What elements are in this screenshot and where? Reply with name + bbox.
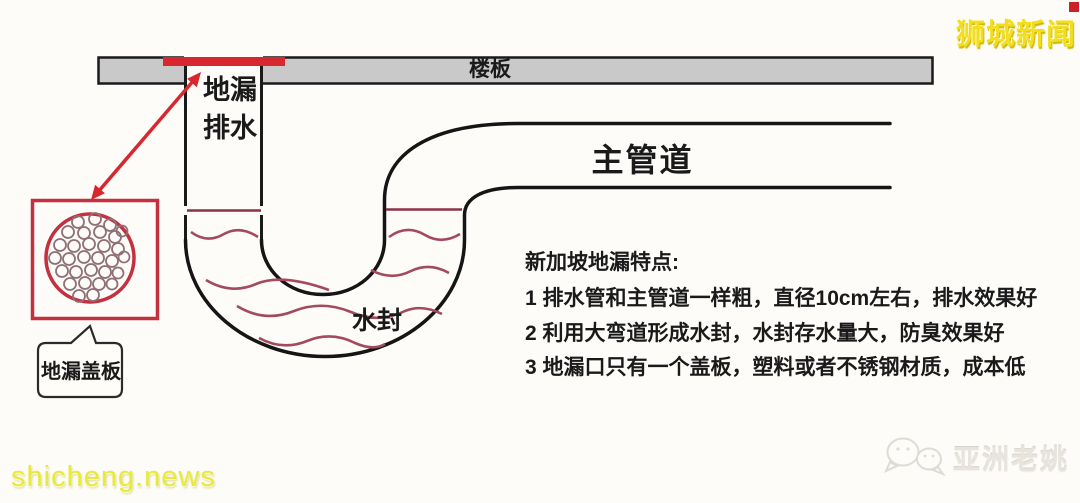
callout-arrow <box>91 72 201 200</box>
feature-note-1: 1 排水管和主管道一样粗，直径10cm左右，排水效果好 <box>525 287 1038 310</box>
drain-label: 地漏 排水 <box>186 71 274 147</box>
cover-label-bubble <box>36 324 124 399</box>
cover-detail-box <box>30 198 160 321</box>
cover-plate-circle <box>44 212 136 304</box>
drain-label-line2: 排水 <box>203 113 257 143</box>
drain-pipe-walls <box>184 66 263 240</box>
trap-outer-wall <box>183 185 892 359</box>
watermark-top-right: 狮城新闻 <box>956 19 1077 51</box>
drain-label-line1: 地漏 <box>203 75 257 105</box>
feature-notes-title: 新加坡地漏特点: <box>525 251 679 274</box>
drain-cover-label: 地漏盖板 <box>41 361 121 383</box>
watermark-bottom-left: shicheng.news <box>11 461 216 493</box>
corner-red-square <box>1069 2 1079 12</box>
drain-grate-bar <box>163 57 285 66</box>
floor-slab-label: 楼板 <box>469 58 511 81</box>
watermark-bottom-right: 亚洲老姚 <box>953 445 1069 475</box>
feature-notes: 新加坡地漏特点: 1 排水管和主管道一样粗，直径10cm左右，排水效果好 2 利… <box>525 251 1037 379</box>
main-pipe-label: 主管道 <box>591 142 694 178</box>
trap-inner-wall <box>259 121 892 297</box>
cover-plate-holes <box>48 212 131 303</box>
wechat-icon <box>884 437 946 477</box>
feature-note-2: 2 利用大弯道形成水封，水封存水量大，防臭效果好 <box>525 322 1005 345</box>
water-seal-label: 水封 <box>352 307 403 335</box>
water-waves <box>190 228 461 349</box>
feature-note-3: 3 地漏口只有一个盖板，塑料或者不锈钢材质，成本低 <box>525 356 1026 379</box>
